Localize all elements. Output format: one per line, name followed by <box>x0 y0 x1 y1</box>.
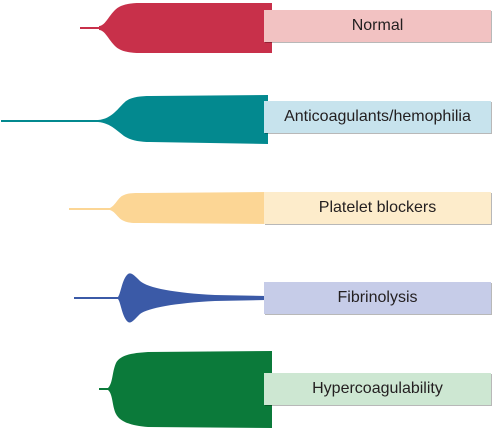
trace-platelet-blockers <box>69 192 268 224</box>
label-normal: Normal <box>351 17 404 34</box>
label-anticoagulants: Anticoagulants/hemophilia <box>284 108 471 125</box>
trace-fibrinolysis <box>74 273 266 323</box>
trace-platelet-blockers-shape <box>110 192 268 224</box>
trace-normal-shape <box>99 3 272 53</box>
trace-hypercoagulability <box>99 351 272 428</box>
label-platelet-blockers: Platelet blockers <box>318 199 437 216</box>
label-box-anticoagulants: Anticoagulants/hemophilia <box>264 101 491 133</box>
trace-hypercoagulability-shape <box>108 351 272 428</box>
label-box-fibrinolysis: Fibrinolysis <box>264 282 491 314</box>
trace-anticoagulants <box>1 95 268 144</box>
label-box-hypercoagulability: Hypercoagulability <box>264 373 491 405</box>
label-box-platelet-blockers: Platelet blockers <box>264 192 491 224</box>
trace-normal <box>80 3 272 53</box>
trace-anticoagulants-shape <box>98 95 268 144</box>
label-hypercoagulability: Hypercoagulability <box>312 380 443 397</box>
label-box-normal: Normal <box>264 10 491 42</box>
trace-fibrinolysis-shape <box>118 273 266 323</box>
label-fibrinolysis: Fibrinolysis <box>337 289 418 306</box>
